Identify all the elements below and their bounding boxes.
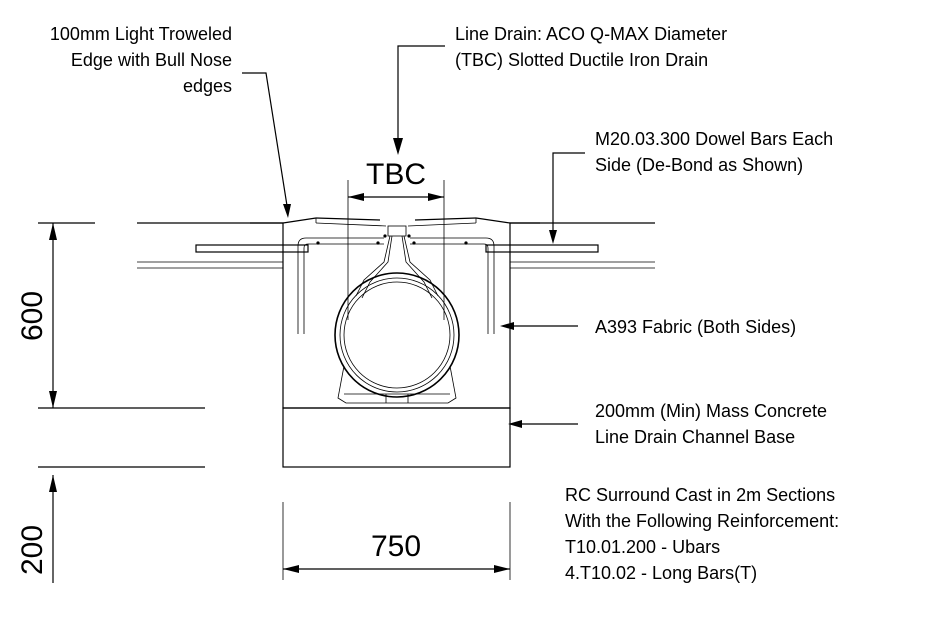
drain-note-line-1: Line Drain: ACO Q-MAX Diameter (455, 24, 727, 44)
annotation-fabric: A393 Fabric (Both Sides) (595, 317, 796, 337)
surround-note-line-2: With the Following Reinforcement: (565, 511, 839, 531)
aco-drain-channel (334, 225, 460, 404)
dimension-200-label: 200 (16, 525, 49, 575)
fabric-note: A393 Fabric (Both Sides) (595, 317, 796, 337)
concrete-surround (250, 217, 540, 409)
dimension-200: 200 (16, 475, 57, 583)
annotation-drain: Line Drain: ACO Q-MAX Diameter (TBC) Slo… (455, 24, 727, 70)
base-note-line-2: Line Drain Channel Base (595, 427, 795, 447)
dowel-note-line-1: M20.03.300 Dowel Bars Each (595, 129, 833, 149)
annotation-surround: RC Surround Cast in 2m Sections With the… (565, 485, 839, 583)
dowel-bars (195, 244, 599, 253)
slab-lines (38, 222, 655, 468)
dimension-600: 600 (16, 223, 57, 408)
dimension-750: 750 (282, 502, 511, 580)
surround-note-line-1: RC Surround Cast in 2m Sections (565, 485, 835, 505)
dimension-600-label: 600 (16, 291, 49, 341)
edge-note-line-2: Edge with Bull Nose (71, 50, 232, 70)
base-note-line-1: 200mm (Min) Mass Concrete (595, 401, 827, 421)
dowel-note-line-2: Side (De-Bond as Shown) (595, 155, 803, 175)
dimension-750-label: 750 (371, 530, 421, 563)
reinforcement-fabric (297, 234, 495, 334)
edge-note-line-3: edges (183, 76, 232, 96)
leader-lines (242, 45, 585, 428)
surround-note-line-4: 4.T10.02 - Long Bars(T) (565, 563, 757, 583)
dimension-tbc-label: TBC (366, 158, 426, 191)
annotation-edge: 100mm Light Troweled Edge with Bull Nose… (50, 24, 232, 96)
dimension-tbc: TBC (347, 158, 445, 255)
annotation-base: 200mm (Min) Mass Concrete Line Drain Cha… (595, 401, 827, 447)
edge-note-line-1: 100mm Light Troweled (50, 24, 232, 44)
mass-concrete-base (282, 407, 511, 468)
annotation-dowel: M20.03.300 Dowel Bars Each Side (De-Bond… (595, 129, 833, 175)
drain-note-line-2: (TBC) Slotted Ductile Iron Drain (455, 50, 708, 70)
surround-note-line-3: T10.01.200 - Ubars (565, 537, 720, 557)
